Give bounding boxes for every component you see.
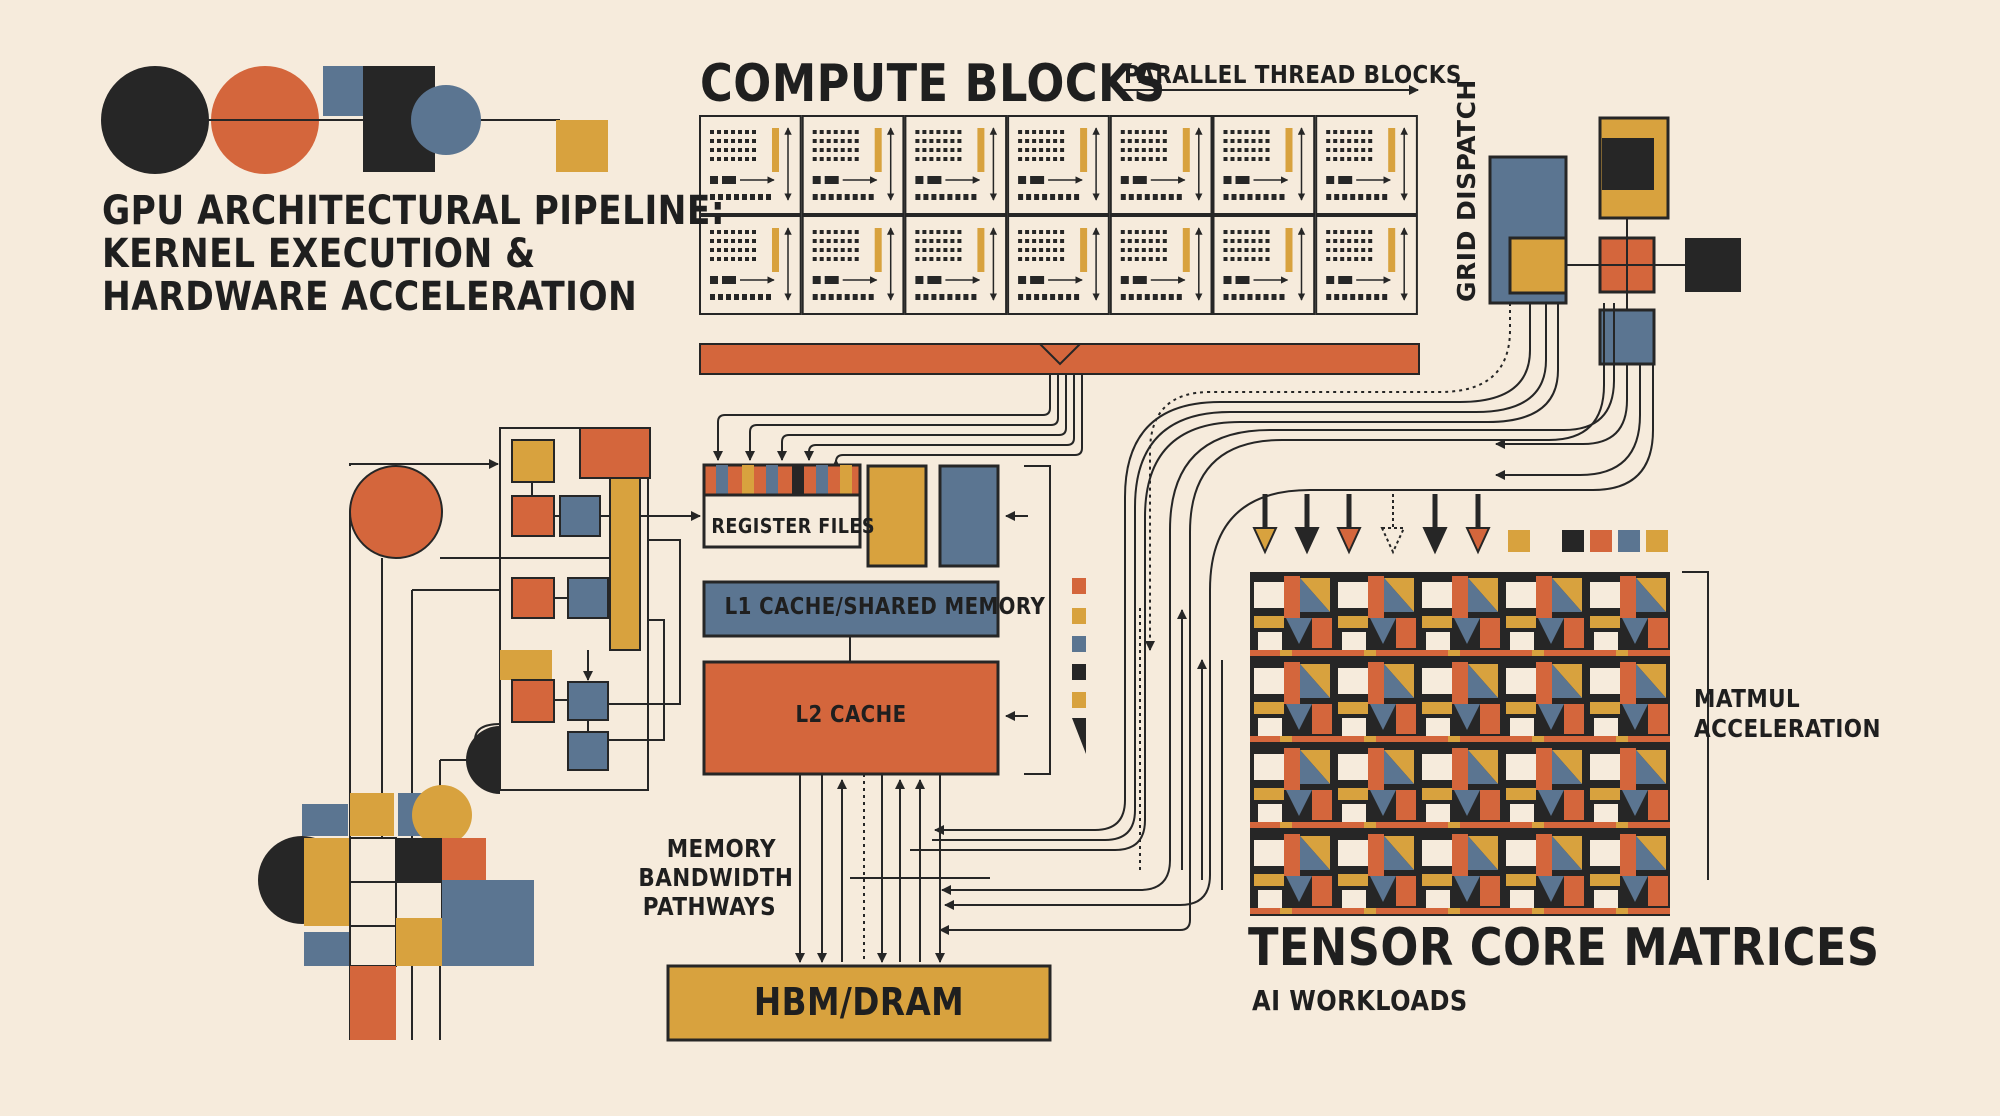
- compute-blocks-heading: COMPUTE BLOCKS: [700, 54, 1166, 114]
- tensor-tile: [1586, 834, 1670, 914]
- compute-block-cell: [699, 215, 802, 315]
- compute-block-cell: [904, 215, 1008, 315]
- compute-block-cell: [1212, 215, 1316, 315]
- tensor-tile: [1334, 576, 1418, 656]
- memory-bandwidth-lines: [795, 774, 1010, 963]
- tensor-tile: [1250, 748, 1334, 828]
- l2-cache-label: L2 CACHE: [795, 702, 907, 728]
- dispatch-to-register-lines: [713, 374, 1083, 469]
- compute-block-cell: [1007, 115, 1110, 215]
- decorative-mosaic-bottom: [258, 785, 534, 1040]
- tensor-tile: [1418, 748, 1502, 828]
- compute-block-cell: [1212, 115, 1316, 215]
- tensor-core-matrix: [1250, 572, 1670, 916]
- register-files-block: [702, 463, 1051, 775]
- tensor-tile: [1502, 662, 1586, 742]
- title-line-2: KERNEL EXECUTION &: [102, 231, 536, 277]
- tensor-input-arrow: [1465, 494, 1491, 555]
- grid-dispatch-label: GRID DISPATCH: [1452, 79, 1481, 302]
- dispatch-bar: [699, 343, 1420, 375]
- cache-color-key: [1072, 578, 1086, 754]
- matmul-bracket: [1682, 571, 1709, 880]
- tensor-tile: [1250, 662, 1334, 742]
- tensor-vertical-links: [1139, 608, 1223, 890]
- left-logic-block: [349, 427, 701, 1040]
- tensor-input-arrow: [1252, 494, 1278, 555]
- matmul-line-1: MATMUL: [1694, 684, 1801, 713]
- tensor-tile: [1502, 748, 1586, 828]
- tensor-tile: [1334, 834, 1418, 914]
- tensor-tile: [1418, 576, 1502, 656]
- compute-block-cell: [1007, 215, 1110, 315]
- title-line-3: HARDWARE ACCELERATION: [102, 274, 638, 320]
- tensor-tile: [1250, 576, 1334, 656]
- tensor-color-key: [1508, 530, 1668, 552]
- tensor-tile: [1586, 576, 1670, 656]
- dispatch-cables: [930, 303, 1654, 935]
- compute-blocks-grid: [699, 115, 1418, 315]
- matmul-acceleration-label: MATMUL ACCELERATION: [1694, 684, 1881, 744]
- memory-bandwidth-line-3: PATHWAYS: [642, 892, 776, 921]
- tensor-tile: [1586, 662, 1670, 742]
- ai-workloads-label: AI WORKLOADS: [1252, 984, 1468, 1017]
- l2-cache-block: [702, 660, 1000, 776]
- hbm-dram-block: [666, 964, 1052, 1042]
- compute-block-cell: [801, 115, 905, 215]
- tensor-core-heading: TENSOR CORE MATRICES: [1248, 918, 1880, 978]
- compute-block-cell: [801, 215, 905, 315]
- tensor-tile: [1586, 748, 1670, 828]
- decorative-shapes-top: [101, 66, 608, 174]
- tensor-tile: [1250, 834, 1334, 914]
- compute-block-cell: [1315, 115, 1418, 215]
- tensor-input-arrows: [1252, 494, 1491, 555]
- memory-bandwidth-label: MEMORY BANDWIDTH PATHWAYS: [638, 834, 794, 921]
- tensor-tile: [1418, 662, 1502, 742]
- tensor-tile: [1418, 834, 1502, 914]
- grid-dispatch-cluster: [1488, 116, 1741, 366]
- page-title: GPU ARCHITECTURAL PIPELINE: KERNEL EXECU…: [102, 190, 725, 319]
- compute-block-cell: [1315, 215, 1418, 315]
- parallel-thread-blocks-label: PARALLEL THREAD BLOCKS: [1124, 60, 1462, 89]
- tensor-input-arrow: [1294, 494, 1320, 555]
- tensor-input-arrow: [1422, 494, 1448, 555]
- l1-cache-label: L1 CACHE/SHARED MEMORY: [724, 594, 1046, 620]
- memory-bandwidth-line-2: BANDWIDTH: [638, 863, 794, 892]
- tensor-tile: [1502, 576, 1586, 656]
- tensor-tile: [1334, 748, 1418, 828]
- tensor-tile: [1502, 834, 1586, 914]
- tensor-input-arrow: [1336, 494, 1362, 555]
- hbm-dram-label: HBM/DRAM: [753, 980, 965, 1024]
- tensor-tile: [1334, 662, 1418, 742]
- compute-block-cell: [699, 115, 802, 215]
- compute-block-cell: [1109, 115, 1213, 215]
- compute-block-cell: [1109, 215, 1213, 315]
- register-files-label: REGISTER FILES: [711, 514, 875, 538]
- tensor-input-arrow: [1380, 494, 1406, 555]
- compute-block-cell: [904, 115, 1008, 215]
- l1-cache-block: [702, 580, 1000, 662]
- matmul-line-2: ACCELERATION: [1694, 714, 1881, 743]
- title-line-1: GPU ARCHITECTURAL PIPELINE:: [102, 188, 726, 234]
- memory-bandwidth-line-1: MEMORY: [666, 834, 776, 863]
